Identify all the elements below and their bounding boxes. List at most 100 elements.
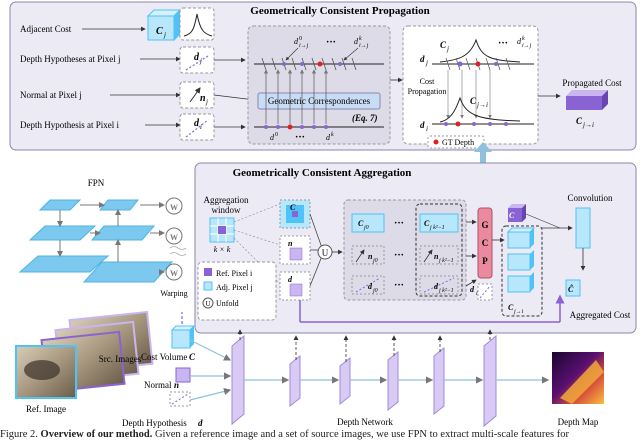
c-cube-sym: C [290,203,296,212]
nj-box [179,81,215,109]
c-jk-sub: j k²−1 [429,225,445,231]
di-right: d [420,120,425,130]
d-jk: d [434,282,439,291]
di-sub: i [200,123,202,131]
dk-ij-sub: i→j [359,43,369,49]
unfold-label: Unfold [216,299,239,308]
ref-image [15,345,77,399]
gt-depth-label: GT Depth [442,138,474,147]
w-1: W [170,203,178,212]
d0-i: d [270,133,275,142]
cji-stack [506,227,536,293]
depth-hyp-j-label: Depth Hypotheses at Pixel j [20,54,121,64]
dk-i-sup: k [331,132,334,138]
caption-bold: Overview of our method. [40,429,153,440]
src-images-label: Src. Images [99,354,142,364]
aggregation-window-label-1: Aggregation [204,195,249,205]
c-j0-sub: j0 [363,225,369,231]
d0-ij-sub: i→j [299,43,309,49]
c-row [351,213,459,233]
cost-volume-sym: C [189,352,196,362]
ref-image-label: Ref. Image [26,404,66,414]
convolution-label: Convolution [567,193,613,203]
cost-curve-box [179,7,215,41]
dk-i: d [326,133,331,142]
warping-label: Warping [160,289,187,298]
cji-right-sub: j→i [476,101,488,109]
geo-corr-box [257,92,381,110]
ellipsis-bottom: ··· [295,132,305,143]
dk-ij-right-sub: i→j [522,43,532,49]
cost-propagation-label-2: Propagation [408,87,447,96]
gt-legend [427,135,485,149]
depth-hyp-label: Depth Hypothesis [122,418,187,428]
cj-right-sub: j [446,45,449,53]
c-jk: C [424,219,430,228]
gcp-c: C [482,238,489,248]
n-box: n [279,235,311,265]
dj-right: d [420,54,425,64]
d0-ij: d [294,37,299,46]
depth-network-label: Depth Network [337,417,393,427]
depth-map-image [552,352,604,404]
ellipsis-right: ··· [498,38,508,49]
n-ellipsis: ··· [394,250,404,261]
caption-prefix: Figure 2. [0,429,41,440]
ref-pixel-label: Ref. Pixel i [216,269,253,278]
propagation-title: Geometrically Consistent Propagation [250,5,429,17]
ellipsis-top: ··· [326,37,336,48]
adjacent-cost-cube: C j [146,8,182,42]
n-j0-sub: j0 [372,258,378,264]
normal-sym: n [174,380,179,390]
cji-right: C [470,96,477,106]
c-j0: C [358,219,364,228]
depth-hyp-sym: d [198,418,203,428]
d0-ij-sup: 0 [299,36,302,42]
nj-sub: j [205,98,208,106]
figure-caption: Figure 2. Overview of our method. Given … [0,429,640,445]
c-i: C [509,211,515,220]
eq-label: (Eq. 7) [352,113,378,123]
dk-ij: d [354,37,359,46]
fpn-label: FPN [88,178,105,188]
correspondence-panel [247,25,391,145]
aggregated-cost-label: Aggregated Cost [570,310,631,320]
di-symbol: d [194,118,200,129]
propagated-cost-cube [566,90,608,110]
aggregation-window-label-2: window [212,205,242,215]
dk-ij-right: d [517,37,522,46]
conv-block [575,207,591,249]
gcp-g: G [481,220,488,230]
c-cube: C [279,199,311,229]
aggregation-title: Geometrically Consistent Aggregation [233,167,412,179]
nj-symbol: n [200,93,206,104]
n-jk-sub: j k²−1 [438,258,454,264]
cost-volume-cube [170,325,196,349]
dk-ij-sup: k [359,36,362,42]
adj-pixel-label: Adj. Pixel j [216,283,253,292]
n-jk: n [434,252,439,261]
dj-symbol: d [194,52,200,63]
depth-map-label: Depth Map [558,417,599,427]
c-ji-sub: j→i [513,309,524,315]
caption-rest: Given a reference image and a set of sou… [152,429,569,440]
c-ellipsis: ··· [394,218,404,229]
d-ellipsis: ··· [394,280,404,291]
dk-ij-right-sup: k [522,36,525,42]
cj-sub: j [163,31,166,39]
aggregation-window-grid [209,217,235,243]
aggregated-cost-cube [565,279,581,297]
depth-hyp-cube [169,391,191,407]
c-i-hat: Ĉ [568,284,574,294]
normal-label: Normal [144,380,172,390]
normal-cube [175,367,191,383]
cji-output: C [576,116,583,126]
geo-corr-label: Geometric Correspondences [268,96,371,106]
propagated-cost-label: Propagated Cost [562,78,622,88]
gt-dot [433,139,439,145]
d-box: d [279,271,311,301]
n-box-sym: n [288,239,293,248]
gcp-p: P [482,256,488,266]
w-2: W [170,233,178,242]
